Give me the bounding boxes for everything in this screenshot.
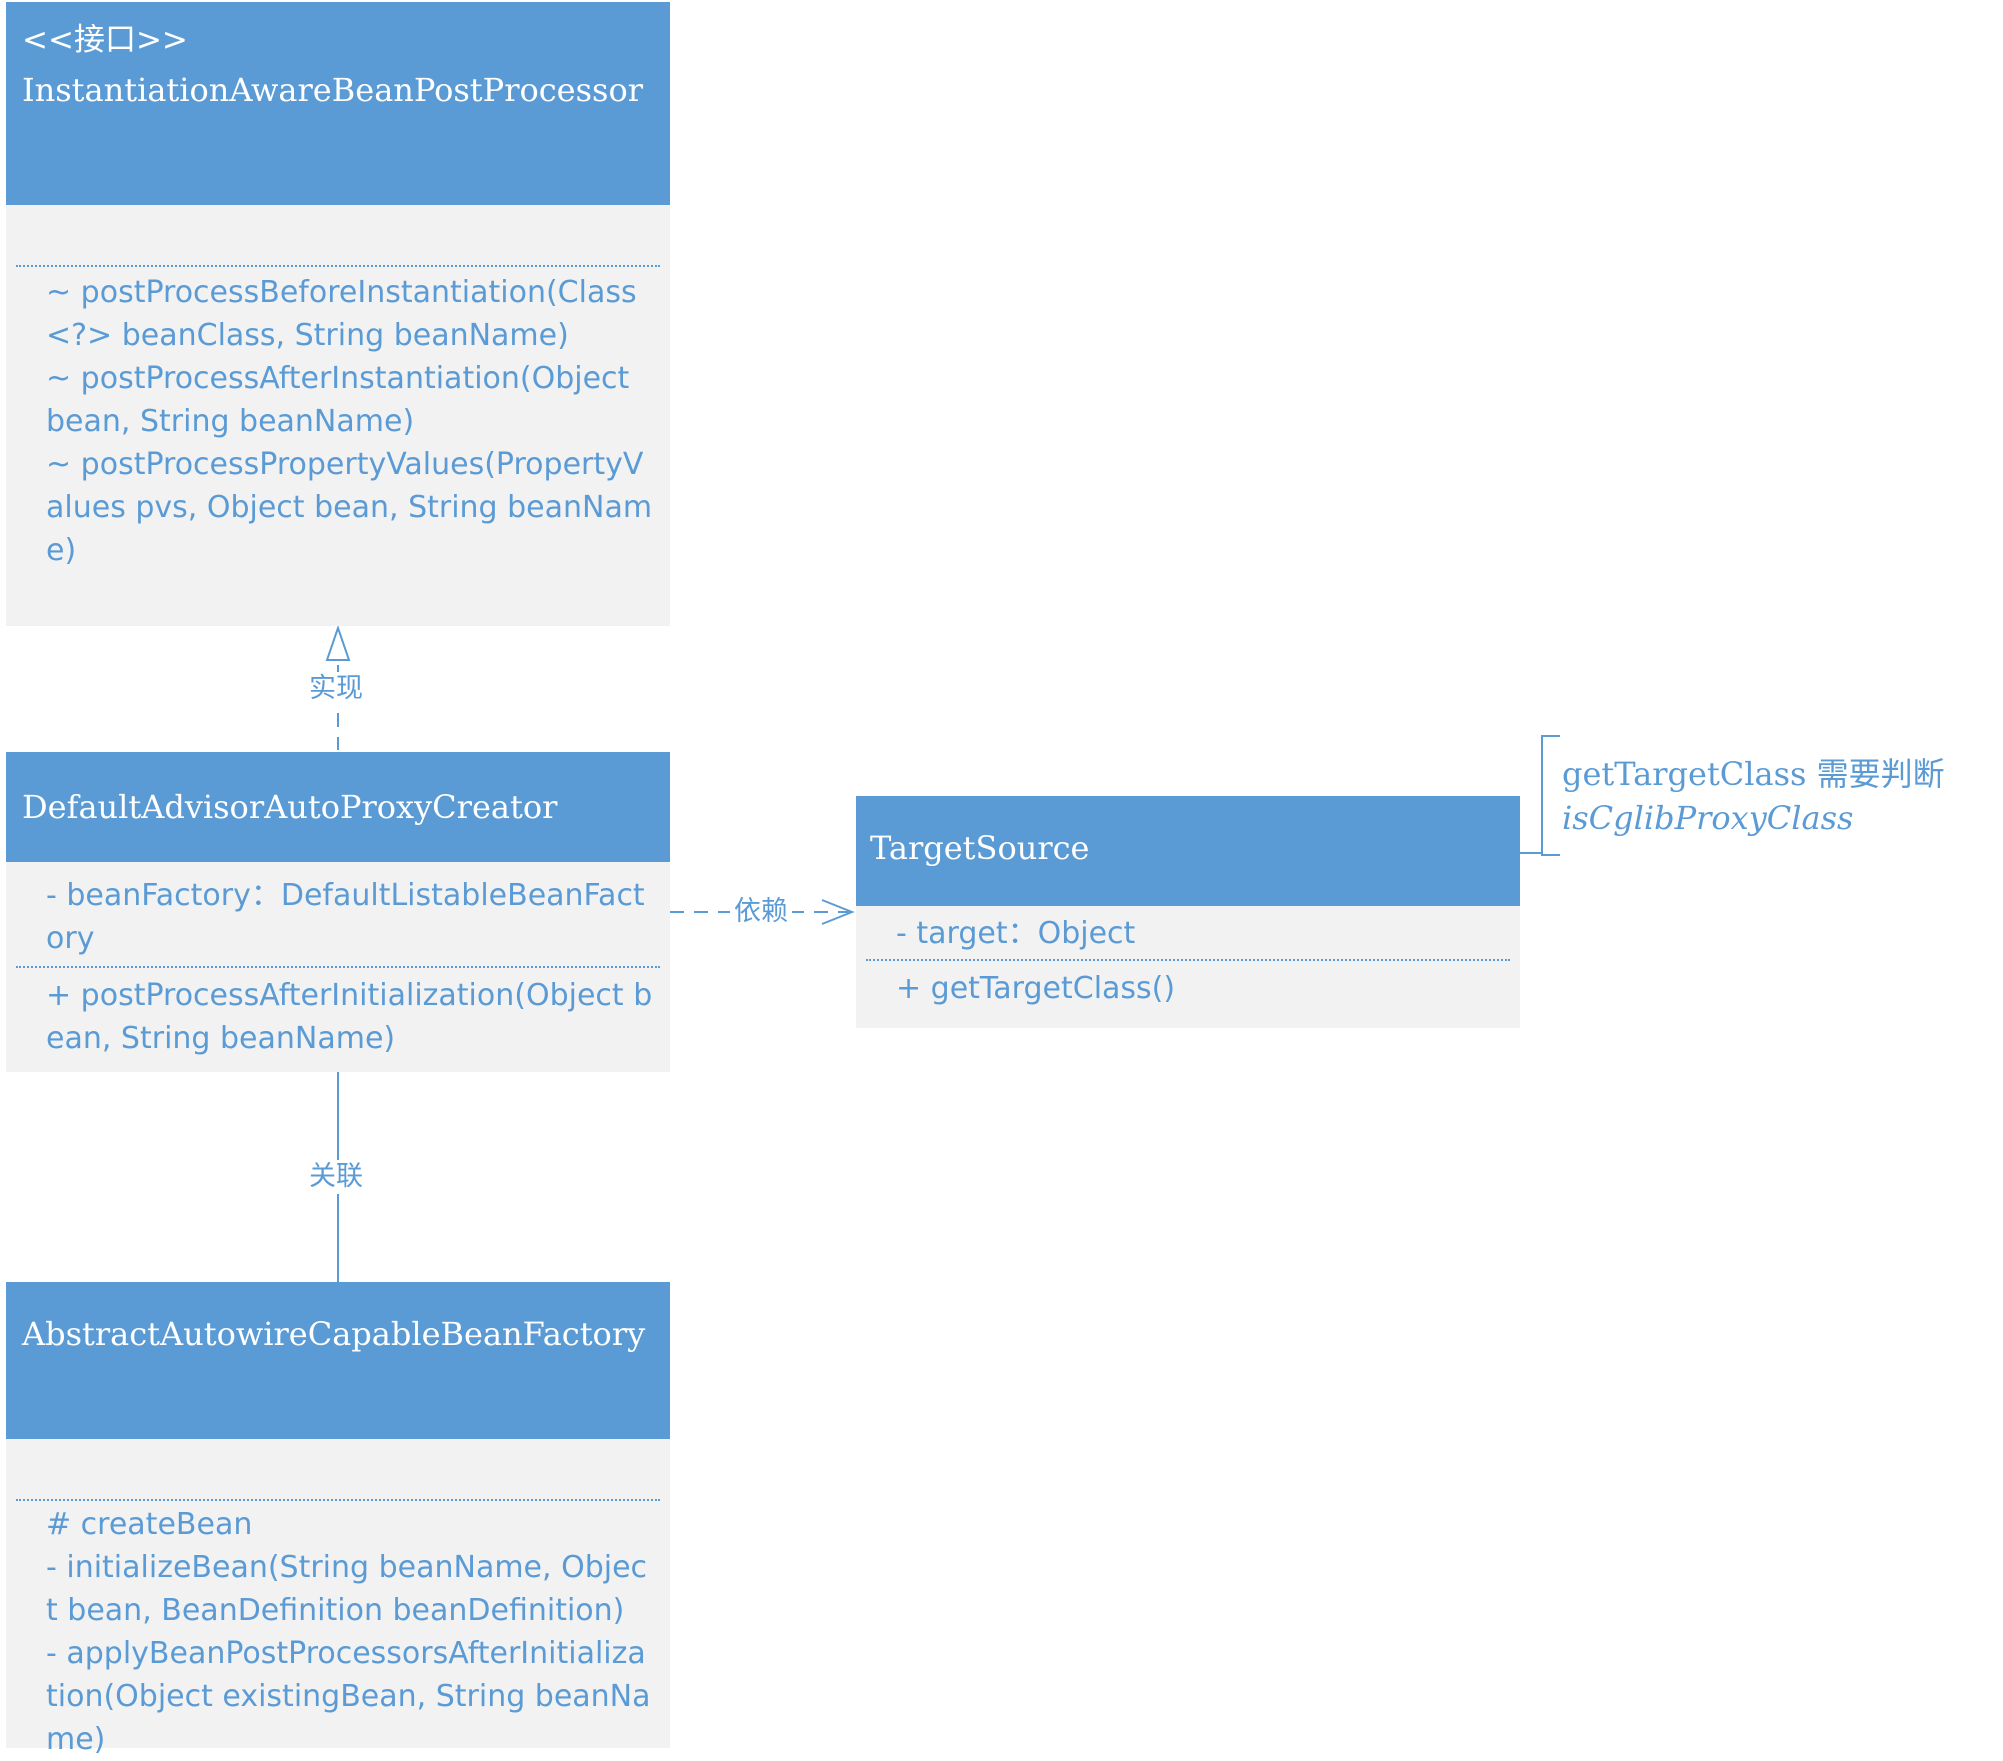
creator-attributes-section: - beanFactory：DefaultListableBeanFactory: [6, 862, 670, 966]
dependency-label: 依赖: [730, 895, 792, 929]
factory-class-box[interactable]: AbstractAutowireCapableBeanFactory # cre…: [6, 1282, 670, 1757]
factory-attributes-section: [6, 1439, 670, 1499]
factory-class-header: AbstractAutowireCapableBeanFactory: [6, 1282, 670, 1439]
factory-methods-section: # createBean - initializeBean(String bea…: [6, 1501, 670, 1761]
interface-method-3: ~ postProcessPropertyValues(PropertyValu…: [46, 447, 653, 568]
creator-divider: [16, 966, 660, 968]
factory-divider: [16, 1499, 660, 1501]
association-label: 关联: [305, 1160, 367, 1194]
factory-method-1: # createBean: [46, 1507, 253, 1542]
realization-arrowhead: [325, 624, 351, 661]
target-source-class-name: TargetSource: [870, 829, 1090, 867]
factory-method-2: - initializeBean(String beanName, Object…: [46, 1550, 648, 1628]
target-source-methods-section: + getTargetClass(): [856, 961, 1520, 1010]
interface-attributes-section: [6, 205, 670, 265]
interface-method-1: ~ postProcessBeforeInstantiation(Class<?…: [46, 275, 637, 353]
target-source-method-1: + getTargetClass(): [896, 971, 1176, 1006]
interface-stereotype: <<接口>>: [22, 22, 188, 58]
creator-class-header: DefaultAdvisorAutoProxyCreator: [6, 752, 670, 862]
dependency-arrowhead: [821, 899, 855, 925]
creator-class-name: DefaultAdvisorAutoProxyCreator: [22, 788, 558, 826]
interface-divider: [16, 265, 660, 267]
note-line-2: isCglibProxyClass: [1562, 799, 1854, 837]
realization-label: 实现: [305, 672, 367, 706]
interface-class-name: InstantiationAwareBeanPostProcessor: [22, 71, 644, 109]
target-source-note: getTargetClass 需要判断 isCglibProxyClass: [1562, 752, 1945, 840]
factory-method-3: - applyBeanPostProcessorsAfterInitializa…: [46, 1636, 651, 1757]
creator-class-box[interactable]: DefaultAdvisorAutoProxyCreator - beanFac…: [6, 752, 670, 1072]
creator-attribute-1: - beanFactory：DefaultListableBeanFactory: [46, 878, 645, 956]
note-line-1: getTargetClass 需要判断: [1562, 755, 1945, 793]
note-bracket: [1541, 735, 1560, 856]
creator-method-1: + postProcessAfterInitialization(Object …: [46, 978, 653, 1056]
target-source-attributes-section: - target：Object: [856, 906, 1520, 959]
interface-class-header: <<接口>> InstantiationAwareBeanPostProcess…: [6, 2, 670, 205]
target-source-attribute-1: - target：Object: [896, 916, 1136, 951]
creator-methods-section: + postProcessAfterInitialization(Object …: [6, 968, 670, 1060]
target-source-divider: [866, 959, 1510, 961]
target-source-class-box[interactable]: TargetSource - target：Object + getTarget…: [856, 796, 1520, 1028]
factory-class-name: AbstractAutowireCapableBeanFactory: [22, 1315, 646, 1353]
interface-class-box[interactable]: <<接口>> InstantiationAwareBeanPostProcess…: [6, 2, 670, 626]
interface-method-2: ~ postProcessAfterInstantiation(Object b…: [46, 361, 630, 439]
interface-methods-section: ~ postProcessBeforeInstantiation(Class<?…: [6, 267, 670, 572]
target-source-header: TargetSource: [856, 796, 1520, 906]
